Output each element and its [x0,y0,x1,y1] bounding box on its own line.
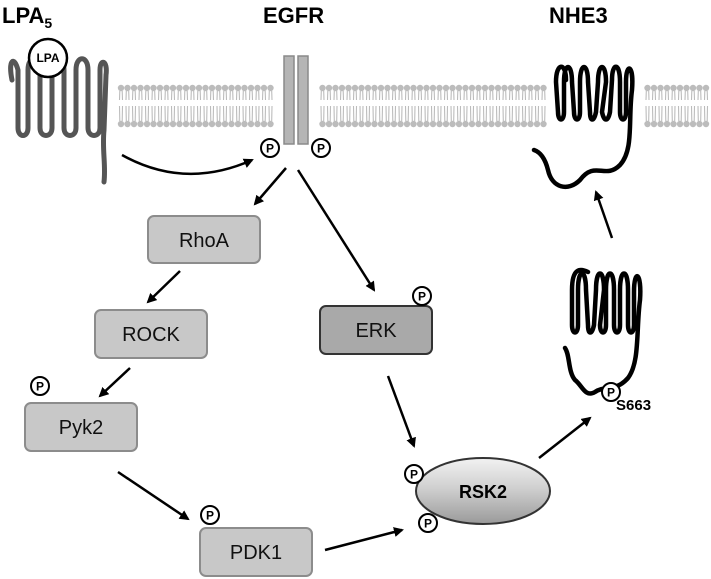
egfr-title: EGFR [263,3,324,28]
phospho-layer: P P P P P P P P [30,138,621,533]
svg-text:P: P [36,380,44,394]
rhoa-node: RhoA [147,215,261,264]
lpa-ligand: LPA [27,37,69,79]
phospho-erk-icon: P [412,286,432,306]
arrow-lpa5-to-egfr [121,153,254,175]
phospho-rsk2-upper-icon: P [404,464,424,484]
phospho-nhe3-s663-icon: P [601,382,621,402]
svg-text:P: P [206,509,214,523]
svg-text:ERK: ERK [355,320,397,342]
arrow-pyk2-to-pdk1 [117,470,190,521]
rsk2-node: RSK2 [415,457,551,525]
svg-text:P: P [424,517,432,531]
arrow-rock-to-pyk2 [98,367,131,398]
arrow-nhe3-translocation [593,190,614,239]
svg-text:P: P [266,142,274,156]
nhe3-membrane-transporter [531,64,635,190]
rock-node: ROCK [94,309,208,359]
phospho-rsk2-lower-icon: P [418,513,438,533]
pdk1-node: PDK1 [199,527,313,577]
phospho-pyk2-icon: P [30,376,50,396]
phospho-pdk1-icon: P [200,505,220,525]
arrow-egfr-to-rhoa [253,167,287,206]
svg-text:P: P [410,468,418,482]
svg-text:ROCK: ROCK [122,324,180,346]
pyk2-node: Pyk2 [24,402,138,452]
svg-text:Pyk2: Pyk2 [59,417,103,439]
cell-membrane [117,84,710,128]
lpa5-receptor [8,56,109,185]
svg-text:LPA: LPA [36,51,59,65]
svg-text:RhoA: RhoA [179,230,230,252]
s663-site-label: S663 [616,397,651,414]
arrow-pdk1-to-rsk2 [324,527,404,552]
arrow-rsk2-to-nhe3 [538,416,592,459]
svg-text:P: P [607,386,615,400]
nhe3-phosphorylated-transporter [562,267,643,396]
svg-text:P: P [317,142,325,156]
phospho-egfr-right-icon: P [311,138,331,158]
nhe3-title: NHE3 [549,3,608,28]
phospho-egfr-left-icon: P [260,138,280,158]
svg-text:P: P [418,290,426,304]
arrow-egfr-to-erk [296,169,376,292]
svg-text:PDK1: PDK1 [230,542,282,564]
svg-text:RSK2: RSK2 [459,482,507,502]
egfr-receptor [283,55,309,145]
arrow-rhoa-to-rock [146,270,181,304]
arrow-erk-to-rsk2 [386,375,416,448]
erk-node: ERK [319,305,433,355]
arrows [98,153,614,552]
lpa5-title: LPA5 [2,3,52,31]
